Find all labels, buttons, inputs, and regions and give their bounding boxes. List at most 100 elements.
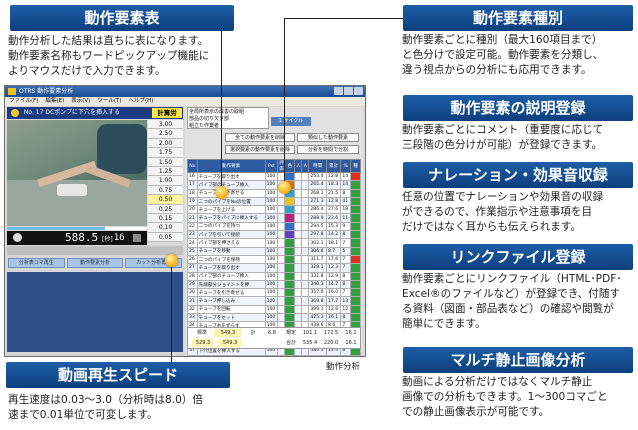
small-time: 16 xyxy=(113,233,125,243)
type-swatch xyxy=(350,288,361,298)
table-header-cell[interactable]: Pst xyxy=(264,159,279,173)
table-cell xyxy=(277,296,286,306)
element-analysis-button[interactable]: 動作要素分析 xyxy=(66,258,124,268)
table-row[interactable]: 17パイプ部のチューブ挿入100265.418.314 xyxy=(187,180,361,190)
calc-button[interactable]: 計算労 xyxy=(152,108,182,118)
color-swatch xyxy=(284,296,296,306)
table-header-cell[interactable]: 動作要素 xyxy=(196,159,266,173)
speed-option[interactable]: 2.50 xyxy=(148,129,183,139)
table-cell: 16.0 xyxy=(325,288,342,298)
speed-body-line: 速まで0.01単位で可変します。 xyxy=(8,409,158,421)
table-cell xyxy=(294,213,303,223)
summary-label: 合計 xyxy=(285,340,296,346)
table-header-cell[interactable]: 時間 xyxy=(308,159,327,173)
table-cell: パイプ部のチューブ挿入 xyxy=(196,180,266,190)
table-cell: 425.3 xyxy=(308,313,327,323)
summary-value: 6.8 xyxy=(268,330,276,336)
table-cell xyxy=(294,238,303,248)
maximize-icon[interactable] xyxy=(344,87,353,95)
table-cell: 25 xyxy=(187,246,198,256)
frame-play-button[interactable]: 分析表コマ再生 xyxy=(8,258,65,268)
speed-option[interactable]: 2.00 xyxy=(148,138,183,149)
menu-tools[interactable]: ツール(T) xyxy=(97,98,122,104)
speed-section-body: 再生速度は0.03～3.0（分析時は8.0）倍 速まで0.01単位で可変します。 xyxy=(8,393,308,423)
speed-option[interactable]: 0.25 xyxy=(148,204,183,214)
table-body-line: よりマウスだけで入力できます。 xyxy=(8,65,166,77)
play-icon[interactable] xyxy=(13,233,22,242)
speed-option[interactable]: 1.00 xyxy=(148,176,183,186)
speed-option[interactable]: 3.00 xyxy=(148,120,183,130)
color-swatch xyxy=(284,288,296,298)
table-cell: 271.3 xyxy=(308,196,327,207)
table-cell: 26 xyxy=(187,254,198,265)
menu-edit[interactable]: 編集(E) xyxy=(45,98,65,104)
table-cell: 13 xyxy=(340,296,351,306)
table-cell: 8 xyxy=(340,313,351,323)
link-section-title: リンクファイル登録 xyxy=(403,244,633,270)
speed-option[interactable]: 0.10 xyxy=(148,223,183,233)
cut-play-button[interactable]: カット分析再生 xyxy=(125,258,183,268)
speed-option[interactable]: 0.15 xyxy=(148,213,183,224)
table-header-cell[interactable]: 色 xyxy=(284,159,296,173)
speed-option[interactable]: 1.50 xyxy=(148,157,183,167)
table-cell: 22 xyxy=(187,221,198,232)
table-cell: 7 xyxy=(340,238,351,248)
table-header-cell[interactable]: 累計 xyxy=(325,159,342,173)
table-cell: 100 xyxy=(264,238,279,248)
delete-selected-button[interactable]: 選択要素の動作要素を削除 xyxy=(225,145,295,154)
table-row[interactable]: 18チューブを引き寄せる100268.121.58 xyxy=(187,188,361,198)
minimize-icon[interactable] xyxy=(334,87,343,95)
table-cell: パイプ部を押さえる xyxy=(196,238,266,248)
table-cell: 100 xyxy=(264,279,279,290)
table-header-cell[interactable]: No xyxy=(187,159,198,173)
speed-option[interactable]: 1.25 xyxy=(148,166,183,177)
speed-option[interactable]: 0.50 xyxy=(148,195,183,205)
summary-label: 規定 xyxy=(285,330,296,336)
types-body-line: 動作要素ごとに種別（最大160項目まで） xyxy=(402,34,603,46)
video-timeline[interactable] xyxy=(7,227,147,230)
multi-body-line: 画像での分析もできます。1～300コマごと xyxy=(402,391,608,403)
table-header-cell[interactable]: % xyxy=(340,159,351,173)
table-cell: 二つのパイプを保持 xyxy=(196,254,266,265)
menu-help[interactable]: ヘルプ(H) xyxy=(128,98,154,104)
stop-icon[interactable] xyxy=(133,233,141,242)
video-player[interactable] xyxy=(7,120,147,226)
menu-view[interactable]: 表示(V) xyxy=(71,98,91,104)
split-time-button[interactable]: 分析を時間で分割 xyxy=(297,145,359,154)
table-header-cell[interactable]: 人 xyxy=(294,159,303,173)
delete-all-button[interactable]: 全ての動作要素を削除 xyxy=(225,133,295,142)
table-cell xyxy=(301,288,310,298)
multi-section-title: マルチ静止画像分析 xyxy=(403,347,633,373)
table-cell: 7 xyxy=(340,288,351,298)
table-header-cell[interactable]: A xyxy=(301,159,310,173)
speed-option[interactable]: 0.05 xyxy=(148,232,183,243)
table-cell: 14 xyxy=(340,171,351,182)
table-header-cell[interactable]: 種 xyxy=(350,159,361,173)
similar-element-button[interactable]: 類似した動作要素 xyxy=(297,133,359,142)
speed-option[interactable]: 1.75 xyxy=(148,148,183,158)
table-cell xyxy=(294,304,303,315)
table-cell: 14.7 xyxy=(325,279,342,290)
close-icon[interactable] xyxy=(354,87,363,95)
speed-option[interactable]: 0.75 xyxy=(148,185,183,196)
table-cell xyxy=(277,246,286,256)
menu-file[interactable]: ファイル(F) xyxy=(9,98,39,104)
cycle-value[interactable]: 1 サイクル xyxy=(271,117,311,126)
type-swatch xyxy=(350,196,361,207)
